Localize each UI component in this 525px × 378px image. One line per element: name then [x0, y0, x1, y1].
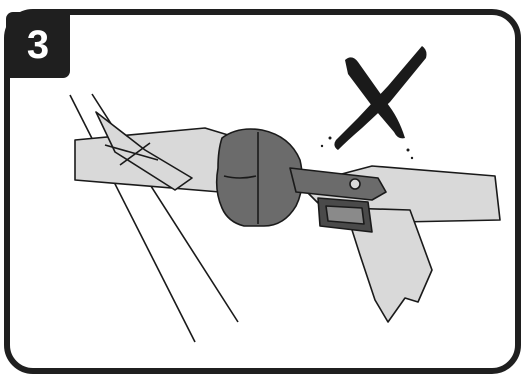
- step-number-badge: 3: [6, 12, 70, 78]
- step-number: 3: [26, 23, 50, 67]
- left-strap: [74, 111, 239, 193]
- buckle-body: [215, 128, 304, 227]
- cam-buckle: [289, 167, 387, 233]
- wrong-cross-icon: [320, 46, 427, 160]
